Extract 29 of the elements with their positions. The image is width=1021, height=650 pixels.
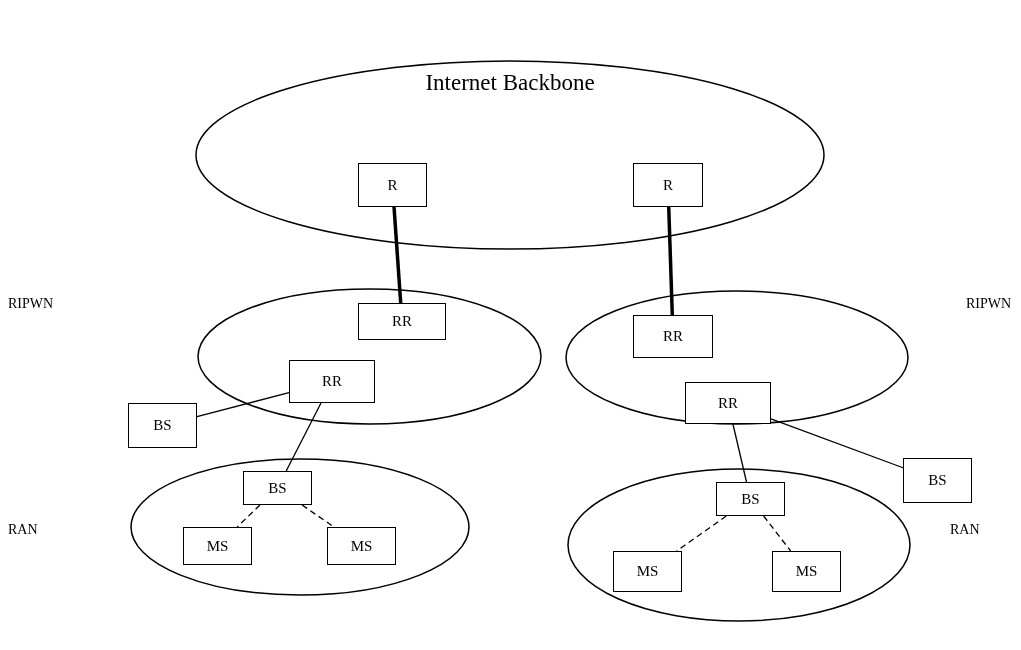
network-label: RIPWN [8,296,54,312]
device-box: RR [358,303,446,340]
device-box: MS [772,551,841,592]
connector-line [763,515,792,552]
device-box: BS [716,482,785,516]
connector-line [770,418,904,469]
connector-line [196,392,290,418]
network-title: Internet Backbone [424,70,596,96]
device-box: RR [289,360,375,403]
connector-line [285,402,322,472]
device-box: R [633,163,703,207]
device-box: BS [903,458,972,503]
connector-line [236,504,261,528]
device-box: MS [183,527,252,565]
network-label: RIPWN [966,296,1012,312]
connector-line [667,206,675,316]
network-label: RAN [950,522,980,538]
device-box: MS [327,527,396,565]
connector-line [392,206,403,304]
device-box: MS [613,551,682,592]
device-box: BS [243,471,312,505]
connector-line [675,515,727,552]
device-box: RR [633,315,713,358]
connector-line [301,504,335,528]
device-box: RR [685,382,771,424]
connector-line [732,423,748,483]
device-box: BS [128,403,197,448]
device-box: R [358,163,427,207]
network-label: RAN [8,522,38,538]
